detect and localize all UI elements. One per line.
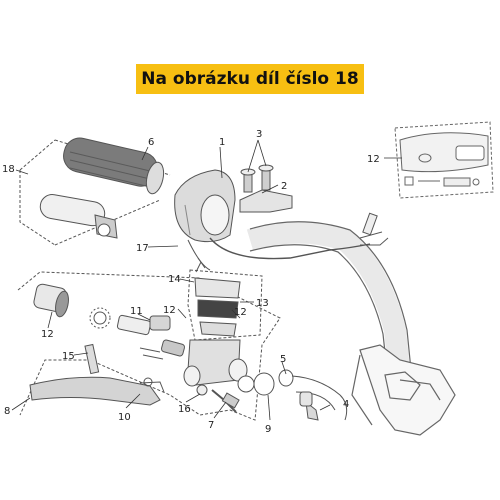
callout-15: 15: [62, 351, 75, 362]
callout-6: 6: [148, 137, 154, 148]
callout-4: 4: [343, 399, 349, 410]
leader-lines: [11, 139, 402, 421]
grip-assembly: [19, 137, 171, 246]
callout-18: 18: [2, 164, 15, 175]
banner-text: Na obrázku díl číslo 18: [141, 69, 359, 89]
callout-12-piston: 12: [41, 329, 54, 340]
callout-11: 11: [130, 306, 143, 317]
callout-1: 1: [219, 137, 225, 148]
callout-17: 17: [136, 243, 149, 254]
callout-12-cover: 12: [163, 305, 176, 316]
callout-13: 13: [256, 298, 269, 309]
part-number-banner: Na obrázku díl číslo 18: [136, 64, 364, 94]
callout-8: 8: [4, 406, 10, 417]
callout-12-inset: 12: [367, 154, 380, 165]
callout-9: 9: [265, 424, 271, 435]
callout-14: 14: [168, 274, 181, 285]
callout-labels: 18 6 1 3 2 12 17 14 13 11 12 12 12 15 5 …: [2, 129, 380, 435]
handlebar: [246, 221, 456, 436]
callout-16: 16: [178, 404, 191, 415]
callout-7: 7: [208, 420, 214, 431]
brake-master-cylinder: [17, 257, 348, 421]
callout-5: 5: [280, 354, 286, 365]
callout-3: 3: [256, 129, 262, 140]
callout-2: 2: [281, 181, 287, 192]
inset-switch-assembly: [394, 121, 494, 199]
callout-10: 10: [118, 412, 131, 423]
callout-12-diaphragm: 12: [234, 307, 247, 318]
switch-housing: [174, 164, 389, 271]
